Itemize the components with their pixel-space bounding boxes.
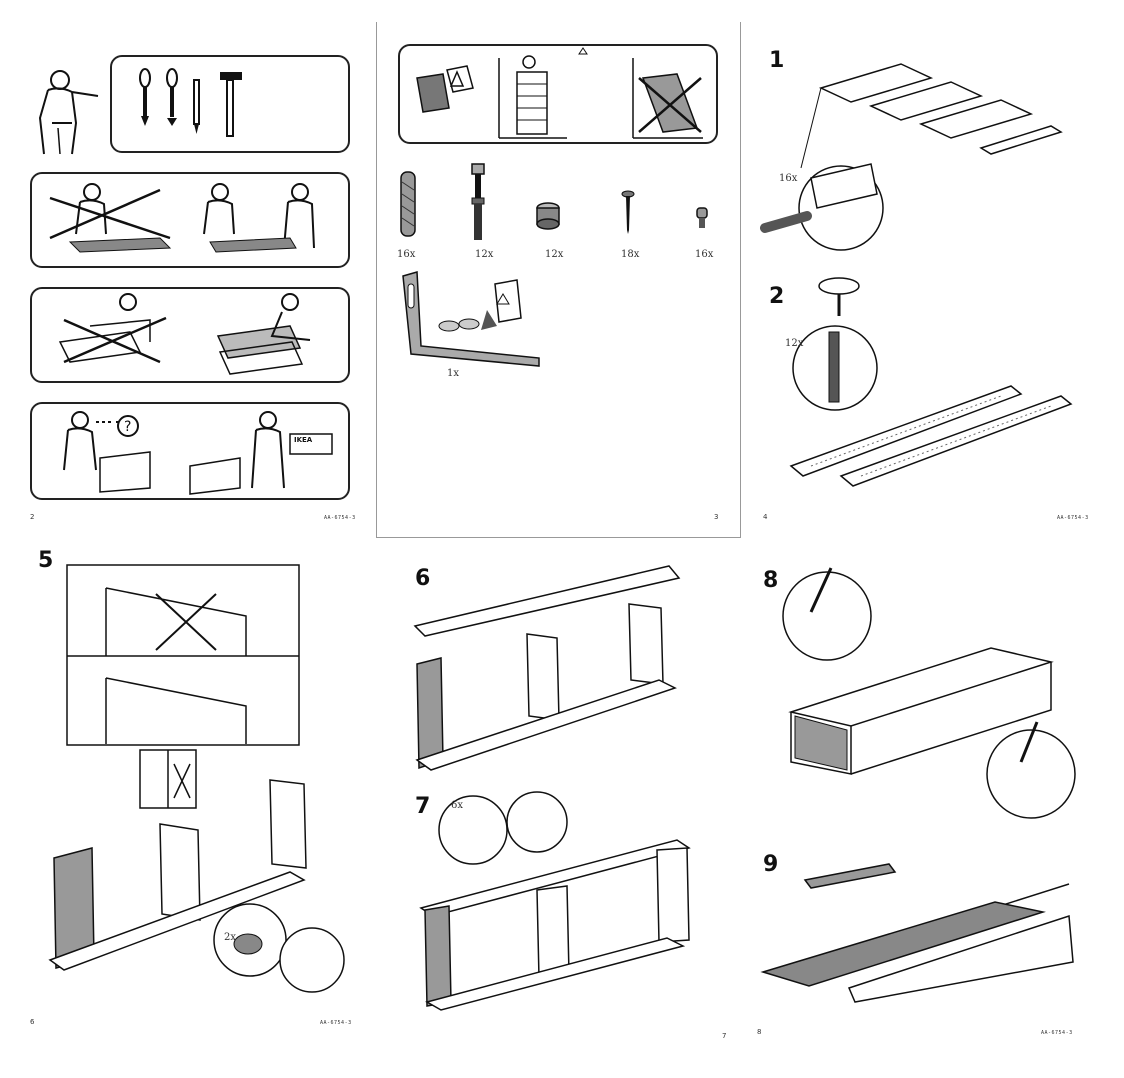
svg-text:?: ? xyxy=(124,419,131,435)
article-code: AA-6754-3 xyxy=(1057,515,1089,521)
step-1-dowel-insertion xyxy=(760,63,1063,251)
page-number: 8 xyxy=(757,1028,762,1036)
page-7-steps-6-7: 6 7 6x 7 xyxy=(377,540,740,1078)
step-8-mark-center xyxy=(782,567,1076,819)
page-2-safety-instructions: ? IKEA 2 AA-6754-3 xyxy=(0,0,376,538)
screw-icon xyxy=(621,190,635,234)
step-5-quantity: 2x xyxy=(224,932,237,943)
cam-bolt-icon xyxy=(471,163,485,240)
step-2-quantity: 12x xyxy=(785,338,804,349)
page-divider-vertical-1 xyxy=(376,22,377,538)
step-number: 9 xyxy=(763,852,779,877)
step-5-detail-boxes xyxy=(66,564,300,746)
page-3-parts-list: 16x 12x 12x 18x 16x 1x 3 xyxy=(377,0,740,537)
page-number: 6 xyxy=(30,1018,35,1026)
page-4-steps-1-2: 1 16x 2 12x 4 AA-6754-3 xyxy=(741,0,1124,538)
step-2-cam-bolt-insertion xyxy=(789,277,1073,487)
page-number: 7 xyxy=(722,1032,727,1040)
step-number: 7 xyxy=(415,794,431,819)
person-pointing-illustration xyxy=(38,70,99,155)
step-number: 1 xyxy=(769,48,785,73)
page-8-steps-8-9: 8 9 8 AA-6754-3 xyxy=(741,540,1124,1078)
step-1-quantity: 16x xyxy=(779,173,798,184)
dowel-quantity: 16x xyxy=(397,249,416,260)
article-code: AA-6754-3 xyxy=(324,515,356,521)
page-number: 4 xyxy=(763,513,768,521)
page-number: 2 xyxy=(30,513,35,521)
page-divider-vertical-2 xyxy=(740,22,741,538)
tools-illustration xyxy=(139,68,242,137)
step-number: 5 xyxy=(38,548,54,573)
bracket-quantity: 1x xyxy=(447,368,460,379)
cam-lock-icon xyxy=(536,202,560,230)
page-divider-horizontal xyxy=(376,537,740,538)
contact-store-illustration: ? xyxy=(63,411,333,495)
step-6-top-panel xyxy=(413,565,681,771)
screw-quantity: 18x xyxy=(621,249,640,260)
ikea-sign-text: IKEA xyxy=(294,436,313,444)
wall-bracket-illustration xyxy=(402,271,540,367)
step-9-back-panel xyxy=(760,863,1074,1003)
floor-protection-illustration xyxy=(58,293,311,375)
step-7-cam-lock-tighten xyxy=(419,791,691,1011)
article-code: AA-6754-3 xyxy=(1041,1030,1073,1036)
cam-lock-quantity: 12x xyxy=(545,249,564,260)
step-number: 6 xyxy=(415,566,431,591)
step-5-frame-assembly xyxy=(48,749,345,993)
shelf-pin-icon xyxy=(696,207,708,228)
floor-protection-frame xyxy=(30,287,350,383)
article-code: AA-6754-3 xyxy=(320,1020,352,1026)
step-number: 2 xyxy=(769,284,785,309)
cam-bolt-quantity: 12x xyxy=(475,249,494,260)
two-person-illustration xyxy=(49,183,315,253)
step-number: 8 xyxy=(763,568,779,593)
dowel-icon xyxy=(400,171,416,237)
page-number: 3 xyxy=(714,513,719,521)
shelf-pin-quantity: 16x xyxy=(695,249,714,260)
page-6-step-5: 5 2x 6 AA-6754-3 xyxy=(0,540,376,1078)
wall-anchoring-illustration xyxy=(416,47,703,139)
step-7-quantity: 6x xyxy=(451,800,464,811)
